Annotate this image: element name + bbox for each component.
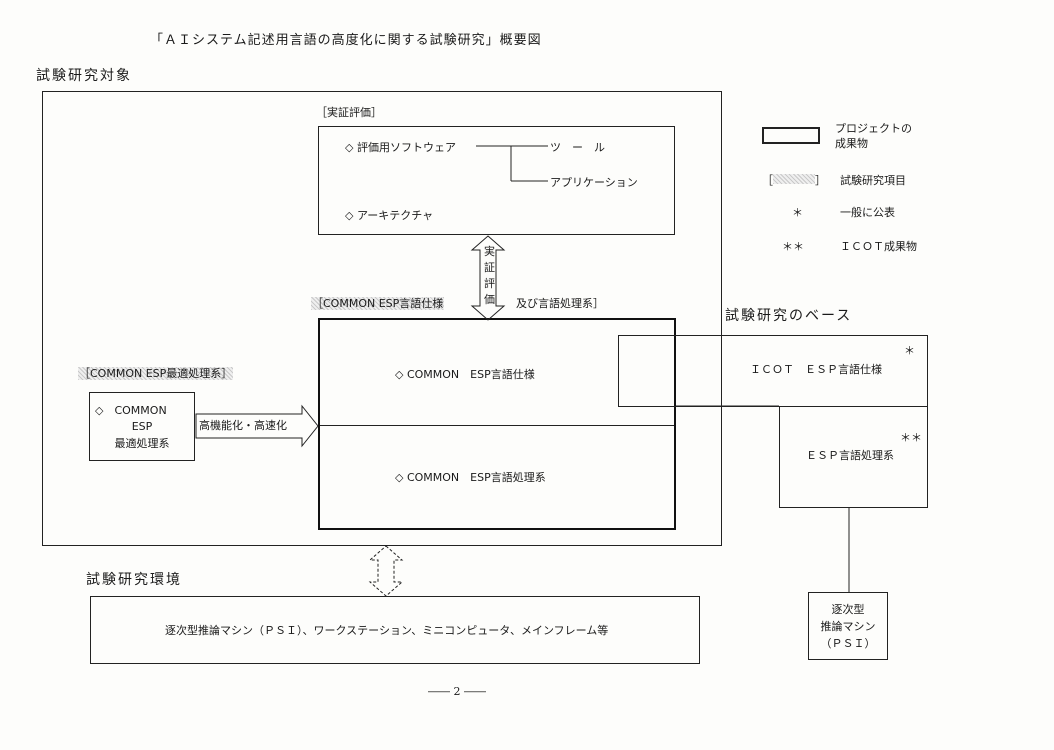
optimized-label: ［COMMON ESP最適処理系］ <box>78 367 234 380</box>
legend-project-line2: 成果物 <box>835 137 868 150</box>
psi-box-line1: 逐次型 <box>831 603 865 616</box>
optimized-box-line2: ESP <box>131 420 153 433</box>
spec-label-right: 及び言語処理系］ <box>516 297 604 310</box>
verification-software: ◇ 評価用ソフトウェア <box>345 141 456 154</box>
verification-tool: ツ ー ル <box>550 141 605 154</box>
verification-box <box>318 126 675 235</box>
base-heading: 試験研究のベース <box>725 308 853 324</box>
environment-content: 逐次型推論マシン（ＰＳＩ）、ワークステーション、ミニコンピュータ、メインフレーム… <box>165 624 609 637</box>
psi-box-line2: 推論マシン <box>820 620 876 633</box>
common-esp-box <box>318 318 676 530</box>
icot-spec-text: ＩＣＯＴ ＥＳＰ言語仕様 <box>750 363 882 376</box>
psi-box-line3: （ＰＳＩ） <box>820 637 876 650</box>
evaluation-arrow <box>470 235 506 321</box>
page-number: ―― 2 ―― <box>428 685 486 698</box>
eval-char-3: 評 <box>484 277 495 290</box>
verification-architecture: ◇ アーキテクチャ <box>345 209 434 222</box>
optimized-box-line1: ◇ COMMON <box>95 404 167 417</box>
speedup-label: 高機能化・高速化 <box>199 419 287 432</box>
common-esp-spec: ◇ COMMON ESP言語仕様 <box>395 368 535 381</box>
eval-char-2: 証 <box>484 261 495 274</box>
optimized-box-line3: 最適処理系 <box>114 437 170 450</box>
legend-research-text: 試験研究項目 <box>840 174 906 187</box>
verification-label: ［実証評価］ <box>316 106 382 119</box>
optimized-box <box>89 392 195 461</box>
icot-spec-star: ＊ <box>904 344 915 357</box>
legend-icot-symbol: ＊＊ <box>782 240 804 253</box>
target-frame <box>42 91 722 546</box>
esp-processor-star: ＊＊ <box>900 431 922 444</box>
esp-processor-text: ＥＳＰ言語処理系 <box>806 449 894 462</box>
legend-project-line1: プロジェクトの <box>835 122 912 135</box>
common-esp-divider <box>320 425 674 426</box>
spec-label-left: ［COMMON ESP言語仕様 <box>311 297 445 310</box>
environment-heading: 試験研究環境 <box>86 572 182 588</box>
legend-icot-text: ＩＣＯＴ成果物 <box>840 240 917 253</box>
environment-box <box>90 596 700 664</box>
page-title: 「ＡＩシステム記述用言語の高度化に関する試験研究」概要図 <box>150 33 542 48</box>
eval-char-4: 価 <box>484 293 495 306</box>
environment-arrow <box>368 545 404 597</box>
legend-project-box <box>762 127 820 144</box>
legend-public-text: 一般に公表 <box>840 206 895 219</box>
target-heading: 試験研究対象 <box>36 68 132 84</box>
verification-application: アプリケーション <box>550 176 638 189</box>
common-esp-processor: ◇ COMMON ESP言語処理系 <box>395 471 546 484</box>
psi-box <box>808 592 888 660</box>
legend-public-symbol: ＊ <box>792 206 803 219</box>
eval-char-1: 実 <box>484 245 495 258</box>
speedup-arrow <box>195 404 319 448</box>
legend-research-symbol: ［］ <box>762 174 826 187</box>
esp-processor-box <box>779 406 928 508</box>
